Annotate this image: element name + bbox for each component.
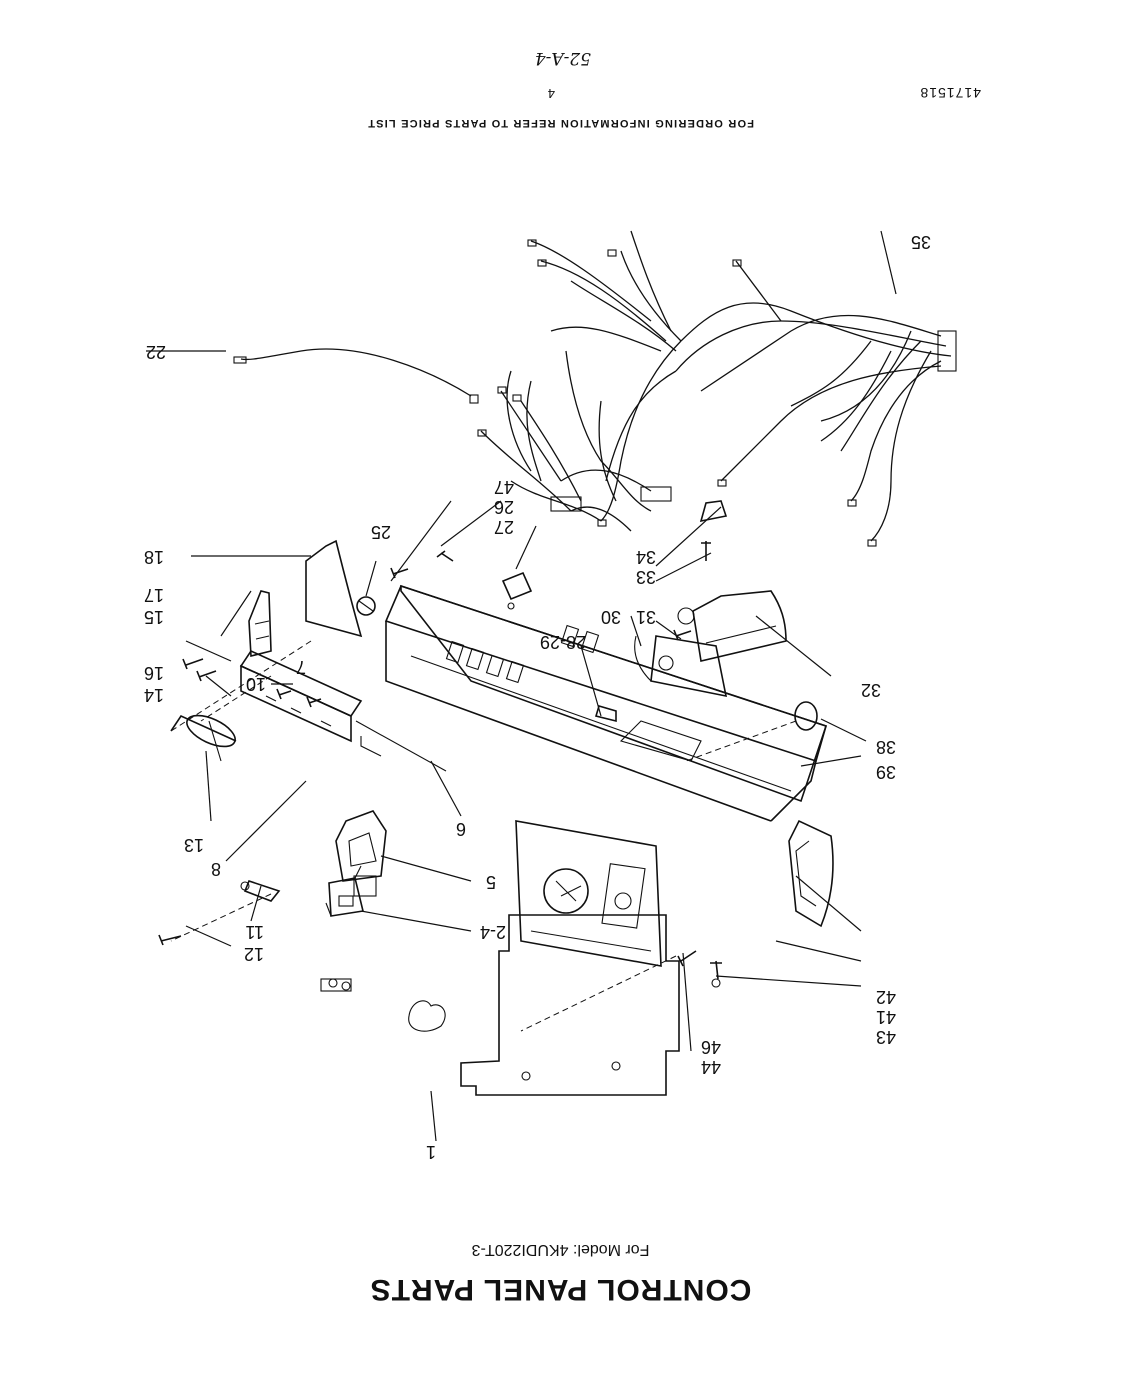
callout-38: 38 [876, 737, 896, 757]
part-10-screw [276, 688, 292, 700]
callout-10: 10 [246, 674, 266, 694]
callout-16: 16 [144, 663, 164, 683]
part-38-knob [685, 701, 818, 762]
part-17-bracket [248, 590, 272, 658]
part-18-side-panel [305, 539, 363, 638]
callout-7: 7 [296, 657, 306, 677]
callout-18: 18 [144, 547, 164, 567]
part-15-screw [182, 658, 204, 670]
callout-8: 8 [211, 859, 221, 879]
callout-15: 15 [144, 607, 164, 627]
callout-25: 25 [371, 522, 391, 542]
part-12-screw [158, 934, 182, 946]
part-16-screw [196, 670, 217, 682]
part-42-end-cap [788, 819, 834, 928]
callout-2-4: 2-4 [480, 922, 506, 942]
callout-12: 12 [244, 944, 264, 964]
part-25-retainer [356, 596, 376, 616]
leader-lines [146, 230, 897, 1142]
callout-14: 14 [144, 685, 164, 705]
ordering-note: FOR ORDERING INFORMATION REFER TO PARTS … [367, 117, 754, 129]
part-32-bracket [692, 590, 787, 662]
part-22-wire-lead [233, 348, 479, 404]
part-26-screw [436, 550, 454, 562]
callout-47: 47 [494, 477, 514, 497]
part-44-screw [677, 950, 697, 967]
part-34-clip [699, 500, 728, 523]
part-35-wire-harness [477, 230, 957, 547]
callout-5: 5 [486, 872, 496, 892]
callout-6: 6 [456, 819, 466, 839]
part-11-clip [240, 880, 281, 902]
document-number: 4171518 [919, 85, 981, 101]
handwritten-mark: 52-A-4 [534, 48, 591, 68]
part-33-screw [701, 541, 711, 561]
part-43-screw [710, 960, 722, 988]
part-8-channel [239, 649, 447, 772]
callout-27: 27 [494, 517, 514, 537]
callout-1: 1 [426, 1142, 436, 1162]
callout-22: 22 [146, 342, 166, 362]
callout-32: 32 [861, 680, 881, 700]
callout-13: 13 [184, 835, 204, 855]
part-2-4-bracket [325, 865, 364, 917]
part-39-console [384, 584, 828, 822]
callout-33: 33 [636, 567, 656, 587]
part-5-switch-bracket [335, 810, 387, 897]
callout-41: 41 [876, 1007, 896, 1027]
callout-34: 34 [636, 547, 656, 567]
callout-42: 42 [876, 987, 896, 1007]
part-31-screw [673, 629, 692, 641]
part-13-switch [170, 714, 237, 762]
callout-44: 44 [701, 1057, 721, 1077]
callout-26: 26 [494, 497, 514, 517]
timer-housing [515, 820, 662, 967]
page-number: 4 [547, 86, 555, 101]
callout-43: 43 [876, 1027, 896, 1047]
part-27-lens [501, 571, 533, 601]
callout-labels: 1 2-4 5 6 7 8 10 11 12 13 14 15 16 17 18… [144, 232, 931, 1162]
callout-39: 39 [876, 762, 896, 782]
callout-35: 35 [911, 232, 931, 252]
callout-17: 17 [144, 585, 164, 605]
part-28-29-clip [594, 705, 617, 723]
callout-31: 31 [636, 607, 656, 627]
callout-46: 46 [701, 1037, 721, 1057]
callout-28-29: 28-29 [540, 632, 586, 652]
part-7-screw [306, 696, 322, 708]
part-30-switch [634, 635, 728, 698]
callout-11: 11 [245, 922, 264, 942]
part-1-mounting-plate [320, 914, 680, 1096]
callout-30: 30 [601, 607, 621, 627]
